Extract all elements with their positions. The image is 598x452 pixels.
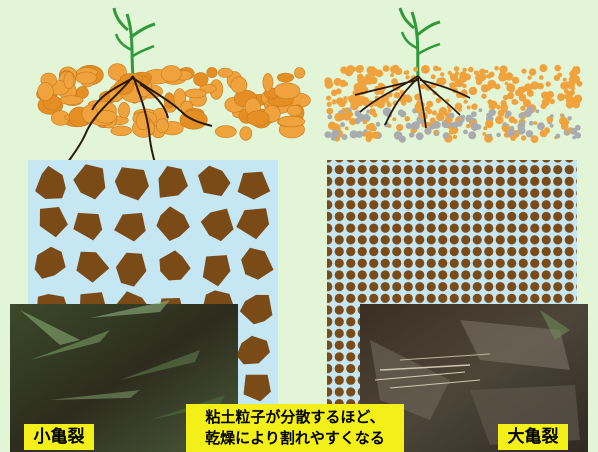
left-plant-icon — [112, 7, 156, 77]
right-dispersed-layer — [324, 64, 583, 144]
caption-line-1: 粘土粒子が分散するほど、 — [205, 408, 385, 426]
right-roots — [354, 75, 471, 129]
caption-box: 粘土粒子が分散するほど、 乾燥により割れやすくなる — [186, 404, 404, 452]
small-crack-label: 小亀裂 — [24, 424, 94, 450]
left-roots — [63, 75, 213, 173]
caption-line-2: 乾燥により割れやすくなる — [205, 429, 385, 447]
left-aggregate-layer — [36, 63, 311, 141]
right-plant-icon — [398, 7, 441, 77]
large-crack-label: 大亀裂 — [498, 424, 568, 450]
